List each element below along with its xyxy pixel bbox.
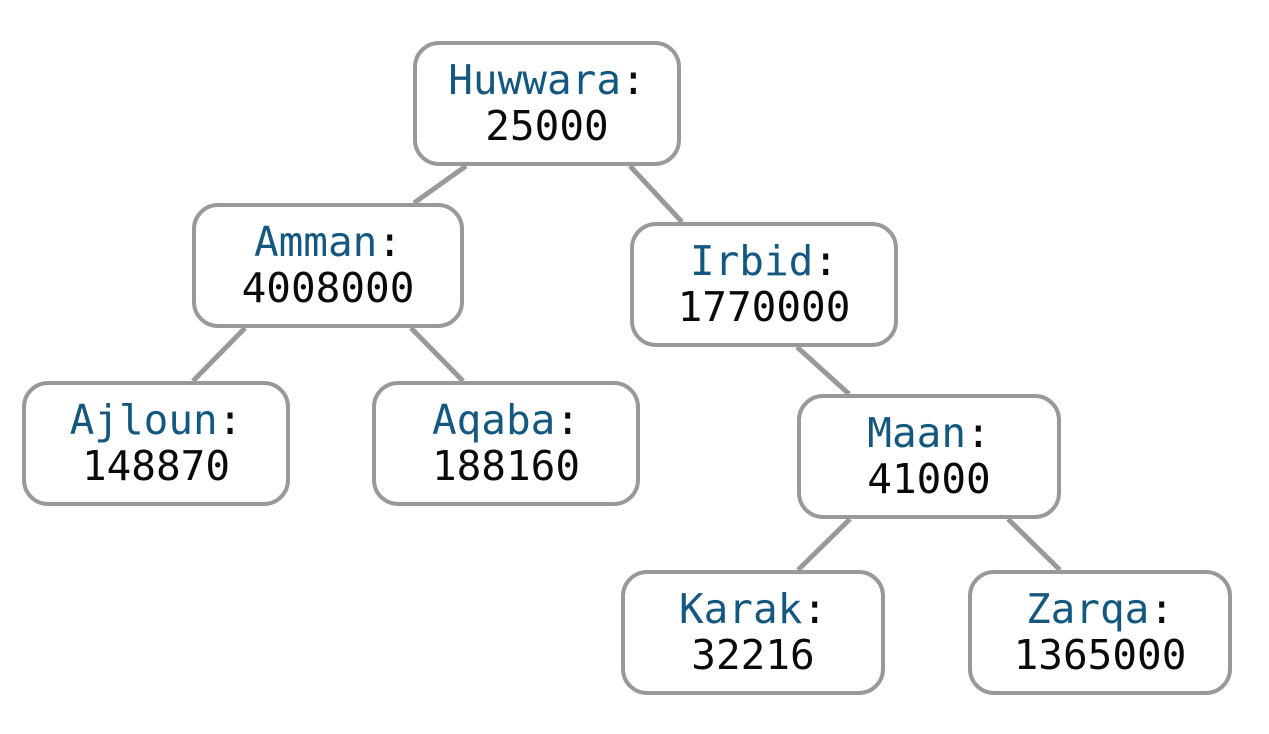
tree-node-separator-amman: : — [377, 217, 403, 266]
tree-edge-maan-to-karak — [796, 517, 852, 572]
tree-node-key-text-irbid: Irbid — [689, 236, 814, 285]
tree-node-separator-huwwara: : — [621, 55, 646, 104]
tree-edge-irbid-to-maan — [795, 345, 851, 396]
tree-edge-huwwara-to-irbid — [628, 164, 684, 224]
tree-node-key-zarqa: Zarqa: — [1025, 584, 1175, 633]
tree-edge-amman-to-aqaba — [409, 326, 465, 383]
tree-node-separator-maan: : — [966, 408, 991, 457]
tree-node-value-huwwara: 25000 — [485, 101, 609, 150]
tree-node-separator-zarqa: : — [1149, 584, 1175, 633]
tree-node-value-amman: 4008000 — [241, 263, 415, 312]
tree-node-maan[interactable]: Maan:41000 — [797, 394, 1061, 519]
tree-node-separator-ajloun: : — [217, 395, 243, 444]
tree-node-value-ajloun: 148870 — [81, 441, 231, 490]
tree-node-value-maan: 41000 — [867, 454, 991, 503]
tree-edge-amman-to-ajloun — [191, 326, 247, 383]
tree-node-aqaba[interactable]: Aqaba:188160 — [372, 381, 640, 506]
tree-node-karak[interactable]: Karak:32216 — [621, 570, 885, 695]
tree-node-ajloun[interactable]: Ajloun:148870 — [22, 381, 290, 506]
tree-node-amman[interactable]: Amman:4008000 — [192, 203, 464, 328]
tree-node-key-maan: Maan: — [867, 408, 991, 457]
tree-node-separator-aqaba: : — [555, 395, 581, 444]
tree-node-key-huwwara: Huwwara: — [448, 55, 646, 104]
tree-node-separator-irbid: : — [813, 236, 839, 285]
tree-node-key-text-amman: Amman — [253, 217, 378, 266]
tree-node-key-karak: Karak: — [678, 584, 828, 633]
tree-node-zarqa[interactable]: Zarqa:1365000 — [968, 570, 1232, 695]
tree-node-key-text-huwwara: Huwwara — [448, 55, 622, 104]
tree-node-key-text-ajloun: Ajloun — [69, 395, 218, 444]
tree-edge-huwwara-to-amman — [412, 163, 468, 206]
tree-node-huwwara[interactable]: Huwwara:25000 — [413, 41, 681, 166]
tree-node-key-text-maan: Maan — [867, 408, 967, 457]
tree-edge-maan-to-zarqa — [1006, 517, 1062, 572]
tree-node-key-irbid: Irbid: — [689, 236, 839, 285]
tree-node-value-aqaba: 188160 — [431, 441, 581, 490]
tree-node-key-text-zarqa: Zarqa — [1025, 584, 1150, 633]
tree-node-value-irbid: 1770000 — [677, 282, 851, 331]
tree-node-key-text-aqaba: Aqaba — [431, 395, 556, 444]
tree-node-key-text-karak: Karak — [678, 584, 803, 633]
tree-node-irbid[interactable]: Irbid:1770000 — [630, 222, 898, 347]
tree-node-value-zarqa: 1365000 — [1013, 630, 1187, 679]
tree-node-separator-karak: : — [802, 584, 828, 633]
tree-node-key-aqaba: Aqaba: — [431, 395, 581, 444]
tree-node-key-amman: Amman: — [253, 217, 403, 266]
tree-node-value-karak: 32216 — [691, 630, 815, 679]
tree-node-key-ajloun: Ajloun: — [69, 395, 243, 444]
